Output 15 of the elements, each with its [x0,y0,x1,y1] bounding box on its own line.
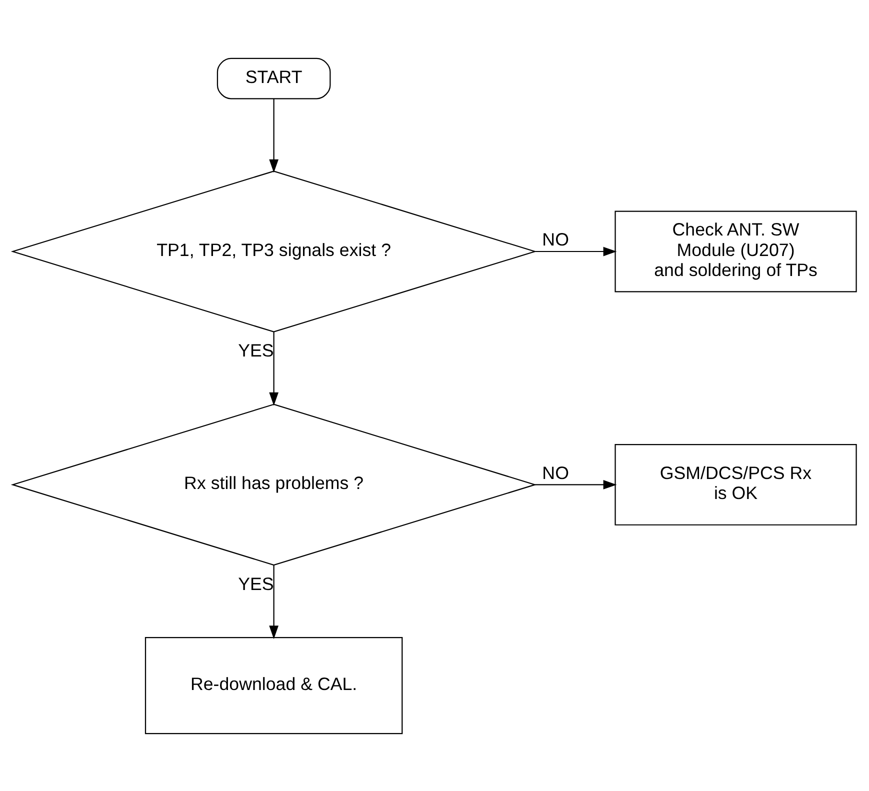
edge-label: YES [238,340,274,360]
arrow [269,332,279,406]
edge-label: NO [542,229,569,250]
arrow [269,564,279,639]
node-box: GSM/DCS/PCS Rx is OK [614,443,857,525]
edge-label: YES [238,573,274,594]
arrow [535,246,617,256]
node-box: Re-download & CAL. [144,636,403,734]
edge-label: NO [542,462,569,482]
node-diamond: TP1, TP2, TP3 signals exist ? [10,170,537,332]
arrow [269,98,279,172]
node-box: START [216,57,331,99]
node-box: Check ANT. SW Module (U207) and soldering of TPs [614,210,857,292]
arrow [535,480,617,489]
node-diamond: Rx still has problems ? [10,403,537,566]
